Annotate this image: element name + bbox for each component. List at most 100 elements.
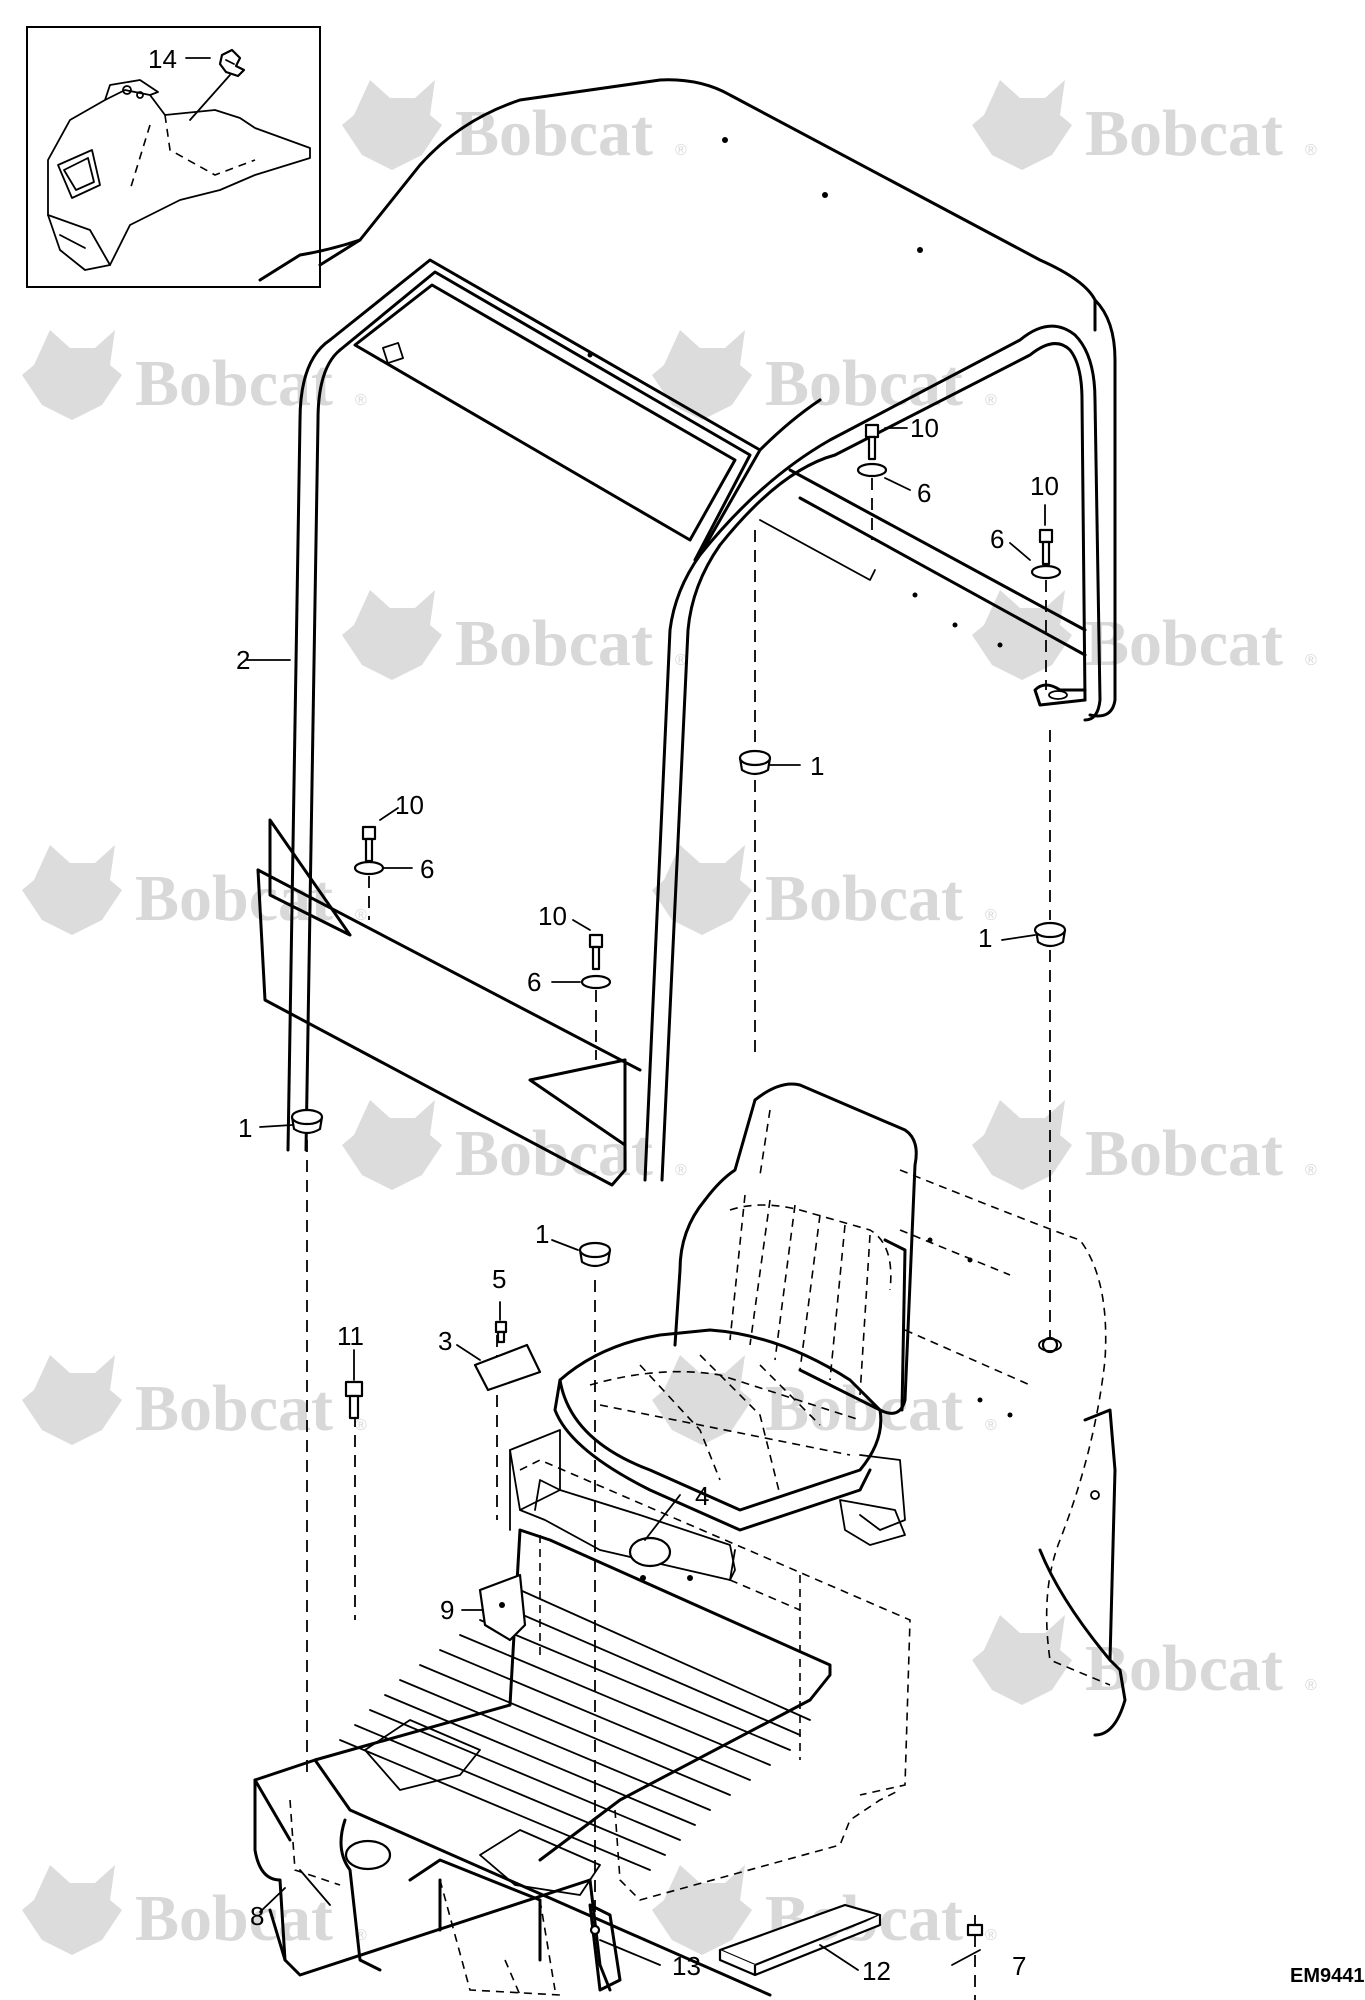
step-12 xyxy=(718,1903,882,1977)
bolt-10-center xyxy=(588,933,604,971)
watermark-tile: Bobcat® xyxy=(22,1865,367,1955)
watermark-logo-icon xyxy=(972,1615,1072,1705)
leader-lines xyxy=(246,427,1046,1971)
callout-1-left: 1 xyxy=(238,1113,252,1143)
watermark-tile: Bobcat ® xyxy=(22,1355,367,1445)
base-frame-drawing xyxy=(253,1169,1127,1997)
callout-5: 5 xyxy=(492,1264,506,1294)
watermark-tile: Bobcat® xyxy=(652,1865,997,1955)
washer-6-upper xyxy=(856,462,888,478)
inset-frame xyxy=(26,26,321,288)
canopy-drawing xyxy=(256,78,1117,1187)
watermark-text: Bobcat xyxy=(765,862,963,935)
isolator-1-left xyxy=(290,1108,324,1135)
watermark-registered-mark: ® xyxy=(1305,652,1317,669)
isolator-1-center xyxy=(578,1241,612,1268)
watermark-tile: Bobcat® xyxy=(22,330,367,420)
watermark-tile: Bobcat ® xyxy=(652,1355,997,1445)
watermark-tile: Bobcat ® xyxy=(972,590,1317,680)
screw-5 xyxy=(494,1320,508,1344)
watermark-tile: Bobcat ® xyxy=(652,845,997,935)
watermark-logo-icon xyxy=(972,80,1072,170)
callout-1-right: 1 xyxy=(978,923,992,953)
isolator-1-upper xyxy=(738,749,772,776)
callout-10-upper: 10 xyxy=(910,413,939,443)
console-cover-drawing xyxy=(47,79,311,271)
watermark-logo-icon xyxy=(342,1100,442,1190)
watermark-tile: Bobcat ® xyxy=(342,80,687,170)
seat-drawing xyxy=(509,1082,918,1581)
watermark-text: Bobcat xyxy=(455,607,653,680)
callout-10-center: 10 xyxy=(538,901,567,931)
watermark-logo-icon xyxy=(22,845,122,935)
washer-6-right xyxy=(1030,564,1062,580)
bolt-10-left xyxy=(361,825,377,863)
watermark-registered-mark: ® xyxy=(985,1417,997,1434)
watermark-registered-mark: ® xyxy=(1305,1677,1317,1694)
watermark-registered-mark: ® xyxy=(675,652,687,669)
inset-detail xyxy=(26,26,321,288)
cover-plate-3 xyxy=(473,1343,542,1392)
watermark-registered-mark: ® xyxy=(355,1417,367,1434)
callout-13: 13 xyxy=(672,1951,701,1981)
watermark-logo-icon xyxy=(22,1355,122,1445)
callout-1-upper: 1 xyxy=(810,751,824,781)
watermark-text: Bobcat xyxy=(135,862,333,935)
bolt-10-right xyxy=(1038,528,1054,566)
callout-labels: 14 2 10 6 10 6 1 10 6 10 6 1 1 1 5 3 11 … xyxy=(148,44,1059,1986)
watermark-registered-mark: ® xyxy=(1305,1162,1317,1179)
callout-7: 7 xyxy=(1012,1951,1026,1981)
watermark-text: Bobcat xyxy=(455,97,653,170)
bolt-10-upper xyxy=(864,423,880,461)
callout-8: 8 xyxy=(250,1901,264,1931)
callout-9: 9 xyxy=(440,1595,454,1625)
watermark-logo-icon xyxy=(342,590,442,680)
isolators-group xyxy=(290,749,1067,1268)
washer-6-left xyxy=(353,860,385,876)
callout-6-center: 6 xyxy=(527,967,541,997)
watermark-text: Bobcat xyxy=(765,1372,963,1445)
watermark-text: Bobcat xyxy=(1085,1632,1283,1705)
watermark-logo-icon xyxy=(652,845,752,935)
washer-6-center xyxy=(580,974,612,990)
callout-14: 14 xyxy=(148,44,177,74)
alignment-lines xyxy=(306,478,1051,2000)
watermark-logo-icon xyxy=(972,1100,1072,1190)
watermark-tile: Bobcat ® xyxy=(972,1615,1317,1705)
watermark-registered-mark: ® xyxy=(355,392,367,409)
watermark-registered-mark: ® xyxy=(985,907,997,924)
watermark-registered-mark: ® xyxy=(985,1927,997,1944)
watermark-logo-icon xyxy=(652,1865,752,1955)
watermark-text: Bobcat xyxy=(135,1882,333,1955)
callout-12: 12 xyxy=(862,1956,891,1986)
watermark-logo-icon xyxy=(652,1355,752,1445)
watermark-text: Bobcat xyxy=(135,1372,333,1445)
watermark-tile: Bobcat ® xyxy=(342,590,687,680)
watermark-registered-mark: ® xyxy=(985,392,997,409)
watermark-text: Bobcat xyxy=(1085,1117,1283,1190)
watermark-logo-icon xyxy=(22,330,122,420)
watermark-text: Bobcat xyxy=(765,347,963,420)
watermark-registered-mark: ® xyxy=(675,142,687,159)
watermark-tile: Bobcat® xyxy=(342,1100,687,1190)
watermark-tile: Bobcat ® xyxy=(22,845,367,935)
nut-7 xyxy=(966,1923,984,1937)
bracket-9 xyxy=(478,1573,527,1642)
watermark-logo-icon xyxy=(972,590,1072,680)
watermark-logo-icon xyxy=(22,1865,122,1955)
callout-10-left: 10 xyxy=(395,790,424,820)
callout-6-right: 6 xyxy=(990,524,1004,554)
callout-3: 3 xyxy=(438,1326,452,1356)
callout-4: 4 xyxy=(695,1481,709,1511)
watermark-registered-mark: ® xyxy=(675,1162,687,1179)
watermark-registered-mark: ® xyxy=(1305,142,1317,159)
watermark-registered-mark: ® xyxy=(355,907,367,924)
watermark-text: Bobcat xyxy=(1085,97,1283,170)
callout-6-upper: 6 xyxy=(917,478,931,508)
watermark-logo-icon xyxy=(342,80,442,170)
watermark-text: Bobcat xyxy=(1085,607,1283,680)
watermark-tile: Bobcat ® xyxy=(972,80,1317,170)
callout-10-right: 10 xyxy=(1030,471,1059,501)
